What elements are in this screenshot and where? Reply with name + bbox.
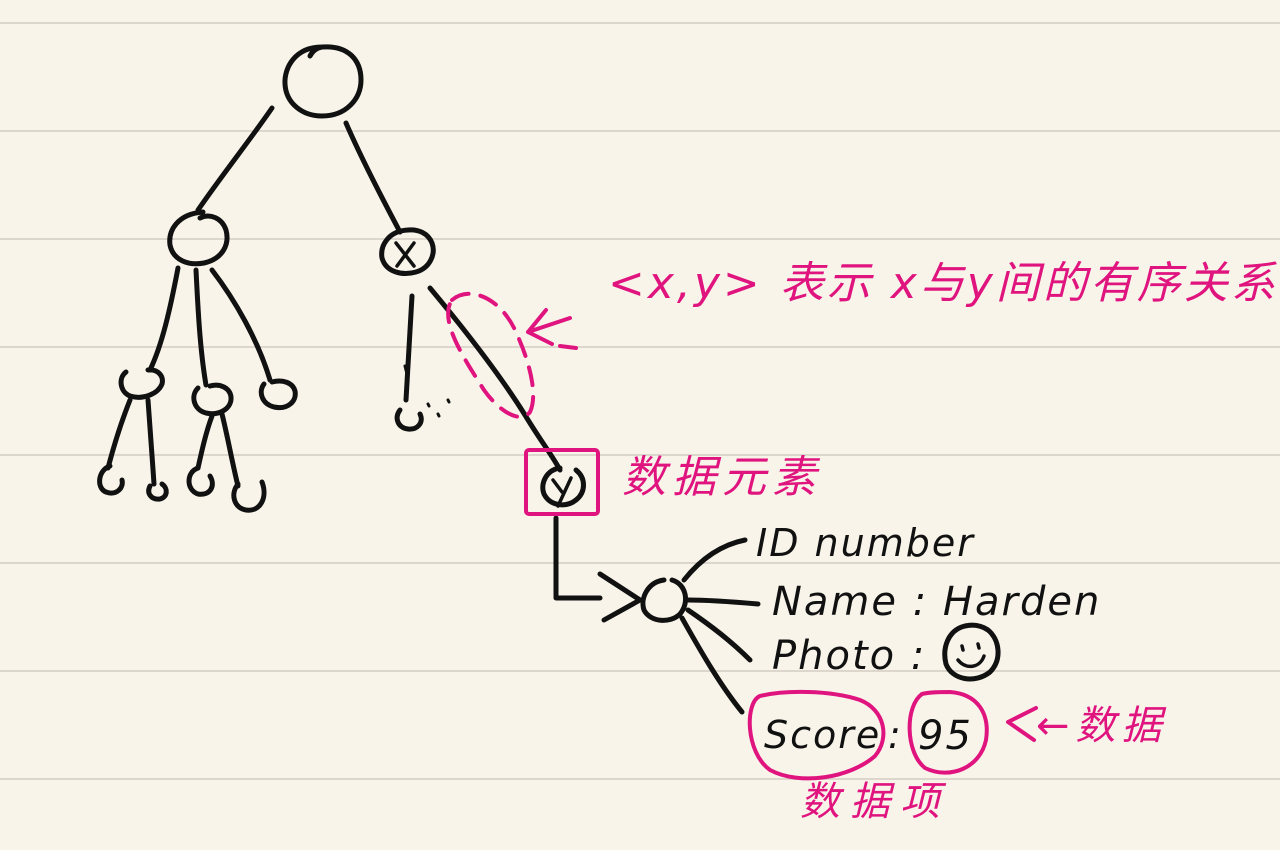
edge-l3a-1: [105, 397, 133, 471]
edge-root-left: [195, 105, 275, 213]
score-value-circle: [907, 690, 989, 775]
ruled-line: [0, 454, 1280, 456]
ruled-line: [0, 562, 1280, 564]
dots: [426, 398, 451, 418]
ruled-line: [0, 130, 1280, 132]
leaf-a2: [146, 481, 169, 502]
node-l3-c: [258, 378, 298, 411]
edge-l3a-2: [145, 397, 157, 487]
relation-note: <x,y> 表示 x与y间的有序关系: [608, 258, 1278, 309]
node-x: [379, 227, 436, 276]
node-x-left-child: [394, 407, 424, 432]
dashed-ellipse: [446, 291, 536, 419]
arrow-head: [597, 571, 643, 623]
data-item-arrow: [1006, 706, 1038, 742]
record-score-value: 95: [918, 713, 973, 759]
data-item-label: 数据项: [800, 779, 950, 825]
data-item-arrow-label: ←数据: [1036, 703, 1168, 749]
ruled-line: [0, 670, 1280, 672]
record-node: [640, 577, 689, 623]
edge-l-3: [209, 267, 273, 383]
ruled-line: [0, 238, 1280, 240]
node-y-mark: [551, 476, 573, 508]
score-key-circle: [747, 689, 886, 781]
data-element-box: [524, 448, 600, 516]
edge-l-2: [193, 267, 209, 388]
record-score-key: Score: [764, 713, 882, 757]
leaf-a1: [97, 463, 125, 496]
fan-name: [685, 597, 761, 607]
edge-l3b-2: [219, 411, 241, 489]
fan-photo: [685, 607, 753, 663]
fan-id: [681, 537, 748, 583]
edge-x-to-y: [427, 285, 563, 473]
edge-l3b-1: [195, 413, 215, 471]
edge-y-to-record: [553, 515, 603, 601]
smiley-eyes: [960, 642, 981, 652]
edge-root-right: [343, 120, 403, 235]
smiley-mouth: [956, 654, 986, 669]
root-node: [282, 44, 364, 119]
record-name: Name : Harden: [772, 579, 1102, 625]
record-score-sep: :: [888, 713, 903, 757]
ruled-line: [0, 346, 1280, 348]
edge-l-1: [147, 265, 181, 373]
ruled-line: [0, 22, 1280, 24]
data-element-label: 数据元素: [622, 452, 822, 503]
relation-arrow: [526, 308, 578, 350]
edge-x-left: [403, 293, 415, 403]
smiley-face: [942, 622, 1001, 682]
record-photo: Photo :: [772, 633, 927, 679]
record-id: ID number: [756, 521, 975, 565]
ruled-line: [0, 778, 1280, 780]
left-child-node: [167, 209, 230, 267]
leaf-b2: [231, 479, 267, 513]
leaf-b1: [186, 465, 215, 497]
small-stub: [403, 364, 409, 376]
node-x-mark: [394, 241, 416, 268]
node-l3-a: [118, 367, 165, 400]
fan-score: [679, 615, 745, 715]
node-l3-b: [191, 382, 234, 417]
